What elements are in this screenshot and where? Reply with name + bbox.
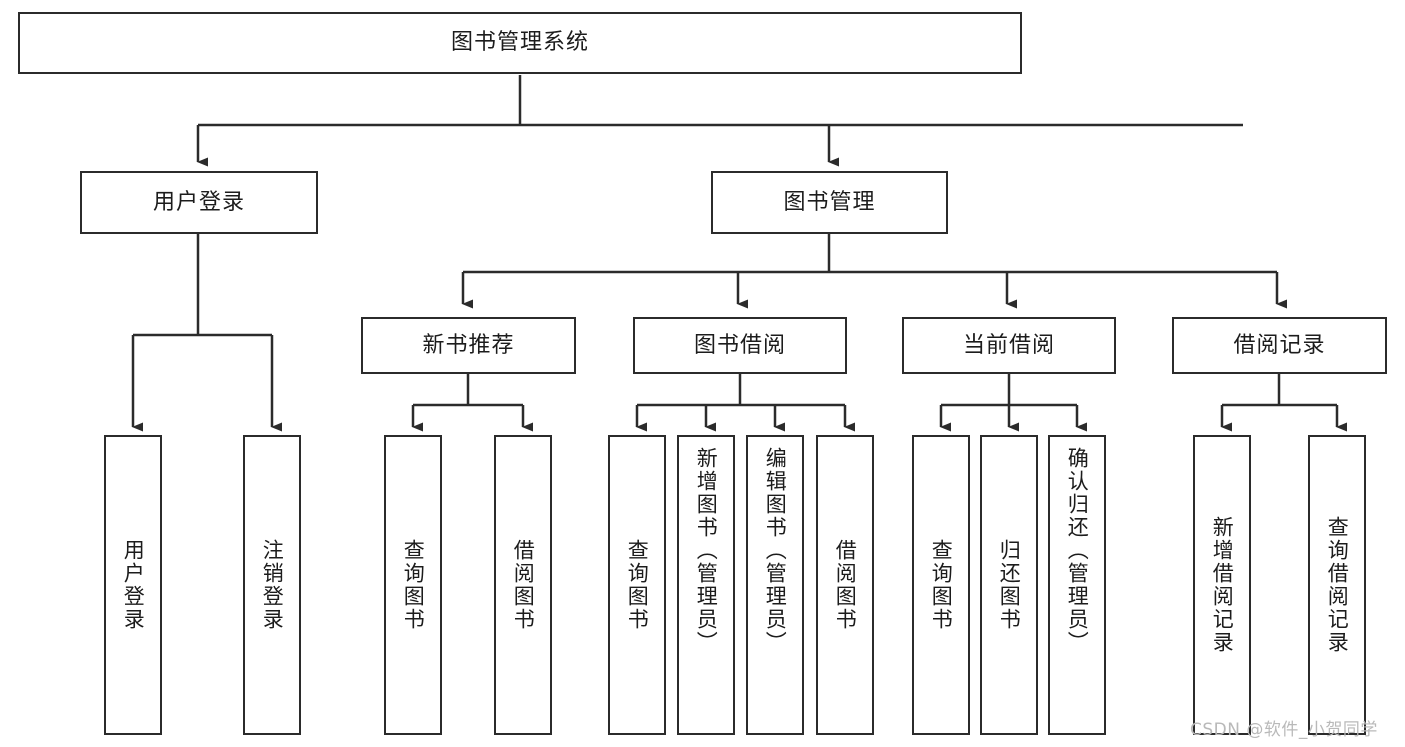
node-current-borrow-label: 当前借阅 — [962, 332, 1055, 358]
node-leaf-confirm-return-admin[interactable]: 确认归还（管理员） — [1048, 435, 1106, 735]
node-leaf-borrow-book-1[interactable]: 借阅图书 — [494, 435, 552, 735]
node-leaf-edit-book-admin[interactable]: 编辑图书（管理员） — [746, 435, 804, 735]
node-leaf-edit-book-admin-label: 编辑图书（管理员） — [763, 447, 788, 654]
node-leaf-logout-login[interactable]: 注销登录 — [243, 435, 301, 735]
node-leaf-query-book-1-label: 查询图书 — [401, 539, 426, 631]
node-leaf-query-book-3[interactable]: 查询图书 — [912, 435, 970, 735]
node-book-manage-label: 图书管理 — [783, 189, 876, 215]
node-leaf-query-book-1[interactable]: 查询图书 — [384, 435, 442, 735]
node-leaf-query-book-2-label: 查询图书 — [625, 539, 650, 631]
node-leaf-add-borrow-record[interactable]: 新增借阅记录 — [1193, 435, 1251, 735]
node-leaf-add-book-admin-label: 新增图书（管理员） — [694, 447, 719, 654]
node-current-borrow[interactable]: 当前借阅 — [902, 317, 1116, 374]
node-leaf-query-borrow-record[interactable]: 查询借阅记录 — [1308, 435, 1366, 735]
node-user-login[interactable]: 用户登录 — [80, 171, 318, 234]
node-leaf-logout-login-label: 注销登录 — [260, 539, 285, 631]
node-leaf-borrow-book-2-label: 借阅图书 — [833, 539, 858, 631]
node-leaf-confirm-return-admin-label: 确认归还（管理员） — [1065, 447, 1090, 654]
node-leaf-add-book-admin[interactable]: 新增图书（管理员） — [677, 435, 735, 735]
node-borrow-record-label: 借阅记录 — [1233, 332, 1326, 358]
node-book-manage[interactable]: 图书管理 — [711, 171, 948, 234]
node-root[interactable]: 图书管理系统 — [18, 12, 1022, 74]
node-borrow-record[interactable]: 借阅记录 — [1172, 317, 1387, 374]
node-user-login-label: 用户登录 — [152, 189, 245, 215]
node-new-book-rec-label: 新书推荐 — [422, 332, 515, 358]
node-leaf-user-login-label: 用户登录 — [121, 539, 146, 631]
node-root-label: 图书管理系统 — [450, 30, 589, 56]
node-leaf-query-book-2[interactable]: 查询图书 — [608, 435, 666, 735]
node-leaf-borrow-book-2[interactable]: 借阅图书 — [816, 435, 874, 735]
node-leaf-add-borrow-record-label: 新增借阅记录 — [1210, 516, 1235, 654]
node-new-book-rec[interactable]: 新书推荐 — [361, 317, 576, 374]
node-leaf-return-book-label: 归还图书 — [997, 539, 1022, 631]
node-leaf-return-book[interactable]: 归还图书 — [980, 435, 1038, 735]
node-book-borrow-label: 图书借阅 — [693, 332, 786, 358]
node-leaf-query-borrow-record-label: 查询借阅记录 — [1325, 516, 1350, 654]
node-leaf-borrow-book-1-label: 借阅图书 — [511, 539, 536, 631]
node-book-borrow[interactable]: 图书借阅 — [633, 317, 847, 374]
node-leaf-query-book-3-label: 查询图书 — [929, 539, 954, 631]
node-leaf-user-login[interactable]: 用户登录 — [104, 435, 162, 735]
